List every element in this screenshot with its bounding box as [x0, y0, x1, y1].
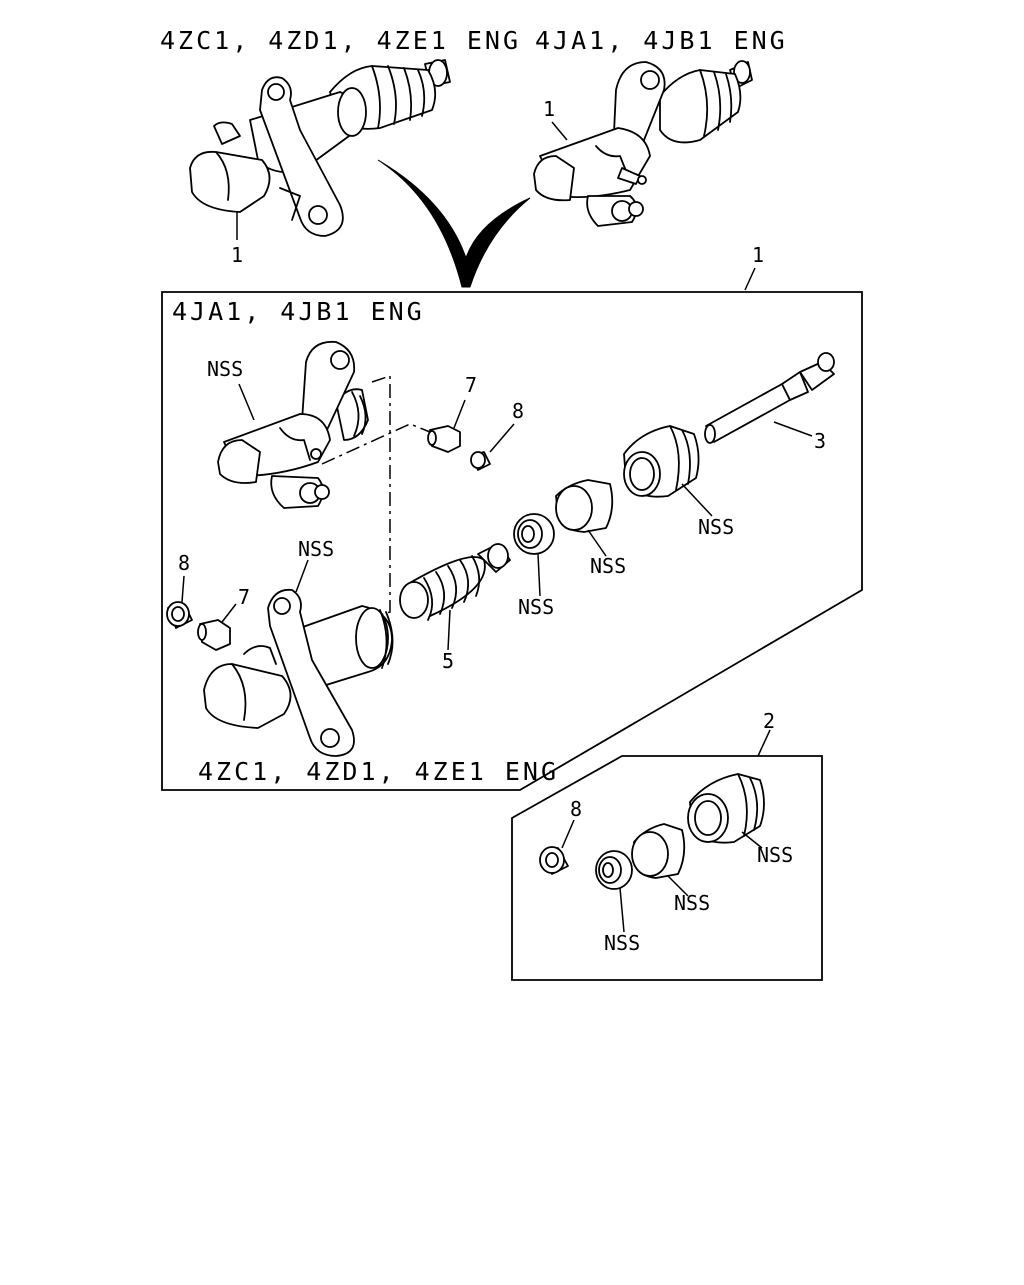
- callout-bleeder-upper: 7: [465, 373, 477, 397]
- nss-box-lower-body: NSS: [298, 537, 334, 561]
- header-box-top: 4JA1, 4JB1 ENG: [172, 297, 425, 326]
- nss-kit-boot: NSS: [757, 843, 793, 867]
- callout-cap-lower: 8: [178, 551, 190, 575]
- nss-piston: NSS: [590, 554, 626, 578]
- converge-arrow: [377, 159, 531, 288]
- kit-boot: [687, 773, 765, 844]
- spring-rings: [399, 543, 511, 621]
- boot: [623, 425, 700, 498]
- nss-box-upper-body: NSS: [207, 357, 243, 381]
- kit-seal: [595, 850, 633, 890]
- piston: [555, 479, 614, 533]
- bleeder-cap-lower: [166, 601, 193, 629]
- header-box-bottom: 4ZC1, 4ZD1, 4ZE1 ENG: [198, 757, 559, 786]
- nss-seal: NSS: [518, 595, 554, 619]
- callout-bleeder-lower: 7: [238, 585, 250, 609]
- callout-top-left-assy: 1: [231, 243, 243, 267]
- callout-kit-cap: 8: [570, 797, 582, 821]
- kit-box-frame: [511, 755, 823, 981]
- nss-kit-piston: NSS: [674, 891, 710, 915]
- callout-push-rod: 3: [814, 429, 826, 453]
- nss-kit-seal: NSS: [604, 931, 640, 955]
- bleeder-screw-lower: [197, 619, 231, 651]
- top-left-cylinder-assembly: [189, 59, 451, 237]
- main-box-frame: [161, 291, 863, 791]
- top-right-cylinder-assembly: [533, 60, 753, 227]
- kit-cap: [539, 846, 569, 875]
- header-top-right: 4JA1, 4JB1 ENG: [535, 26, 788, 55]
- bleeder-cap-upper: [470, 451, 491, 471]
- callout-cap-upper: 8: [512, 399, 524, 423]
- callout-spring: 5: [442, 649, 454, 673]
- bleeder-screw-upper: [427, 425, 461, 453]
- kit-piston: [631, 823, 686, 879]
- box-lower-body: [203, 588, 394, 757]
- header-top-left: 4ZC1, 4ZD1, 4ZE1 ENG: [160, 26, 521, 55]
- callout-main-box: 1: [752, 243, 764, 267]
- callout-top-right-assy: 1: [543, 97, 555, 121]
- callout-kit-box: 2: [763, 709, 775, 733]
- box-upper-body: [217, 340, 369, 509]
- nss-boot: NSS: [698, 515, 734, 539]
- push-rod: [704, 352, 835, 444]
- cup-seal: [513, 513, 555, 555]
